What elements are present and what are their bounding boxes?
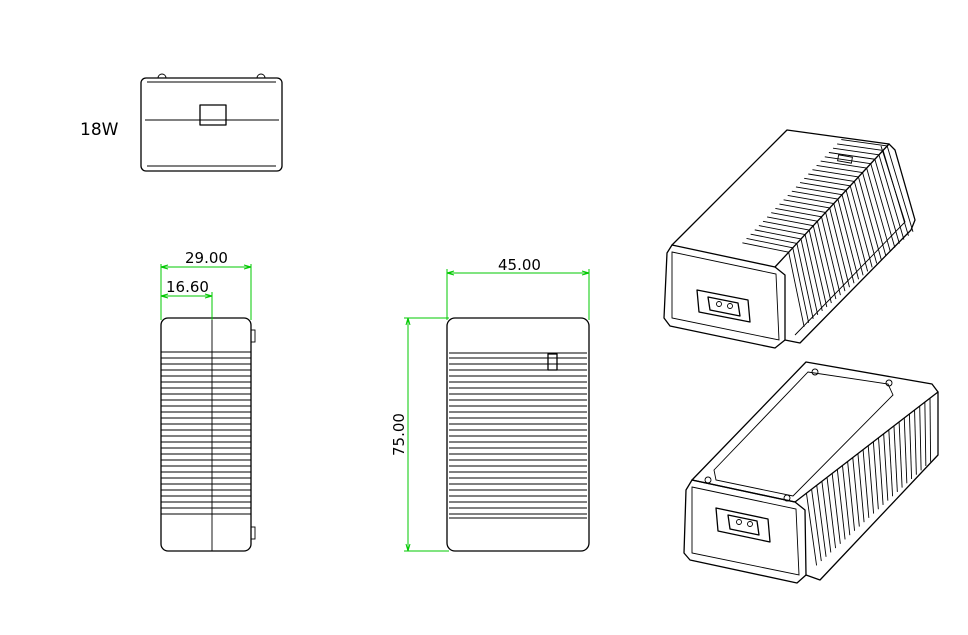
rib-line bbox=[821, 481, 832, 553]
rib-line bbox=[837, 198, 859, 280]
rib-line bbox=[758, 225, 806, 235]
rib-line bbox=[867, 445, 875, 514]
front-view bbox=[446, 317, 590, 552]
rib-line bbox=[771, 212, 818, 222]
rib-line bbox=[750, 233, 797, 244]
rib-line bbox=[746, 238, 793, 249]
front-ribs bbox=[449, 357, 587, 515]
rib-line bbox=[841, 194, 864, 276]
rib-line bbox=[862, 449, 870, 518]
rib-line bbox=[824, 156, 871, 165]
rib-line bbox=[783, 199, 830, 209]
rib-line bbox=[812, 169, 859, 178]
rib-line bbox=[808, 173, 855, 182]
rib-line bbox=[837, 143, 884, 151]
rib-line bbox=[762, 220, 810, 231]
rib-line bbox=[908, 413, 913, 480]
rib-line bbox=[795, 186, 843, 196]
rib-line bbox=[791, 190, 839, 200]
rib-line bbox=[820, 160, 867, 169]
rib-line bbox=[805, 493, 818, 566]
rib-line bbox=[816, 164, 863, 173]
rib-line bbox=[831, 473, 841, 544]
front-width-label: 45.00 bbox=[498, 256, 541, 274]
rib-line bbox=[799, 182, 847, 191]
top-view bbox=[140, 73, 283, 172]
rib-line bbox=[787, 195, 834, 204]
model-label: 18W bbox=[80, 120, 119, 140]
rib-line bbox=[857, 453, 865, 523]
rib-line bbox=[826, 477, 837, 549]
rib-line bbox=[754, 229, 802, 240]
rib-line bbox=[893, 425, 898, 492]
rib-line bbox=[845, 190, 869, 272]
rib-line bbox=[833, 203, 855, 284]
side-view bbox=[160, 317, 256, 552]
isometric-view-top bbox=[663, 129, 916, 349]
rib-line bbox=[796, 243, 814, 319]
rib-line bbox=[825, 212, 846, 292]
rib-line bbox=[903, 417, 908, 484]
side-ribs bbox=[161, 351, 251, 515]
rib-line bbox=[811, 489, 822, 562]
rib-line bbox=[800, 238, 819, 316]
front-width-dimension bbox=[446, 269, 590, 320]
rib-line bbox=[888, 429, 894, 497]
front-height-label: 75.00 bbox=[390, 413, 408, 456]
side-width-dimension bbox=[160, 264, 252, 320]
rib-line bbox=[872, 441, 879, 510]
side-width-label: 29.00 bbox=[185, 249, 228, 267]
isometric-view-bottom bbox=[683, 361, 939, 584]
rib-line bbox=[866, 167, 891, 252]
rib-line bbox=[883, 433, 889, 501]
side-inner-width-dimension bbox=[160, 292, 213, 320]
rib-line bbox=[886, 145, 914, 232]
rib-line bbox=[842, 465, 851, 536]
rib-line bbox=[816, 221, 837, 300]
rib-line bbox=[874, 159, 900, 244]
rib-line bbox=[898, 421, 903, 488]
rib-line bbox=[804, 177, 851, 187]
rib-line bbox=[808, 229, 828, 308]
rib-line bbox=[832, 147, 880, 156]
rib-line bbox=[870, 163, 896, 248]
rib-line bbox=[914, 410, 917, 475]
rib-line bbox=[852, 457, 860, 527]
rib-line bbox=[929, 398, 932, 462]
rib-line bbox=[742, 242, 789, 253]
rib-line bbox=[767, 216, 814, 227]
rib-line bbox=[878, 437, 884, 505]
rib-line bbox=[804, 234, 823, 312]
rib-line bbox=[779, 203, 826, 213]
rib-line bbox=[836, 469, 846, 540]
rib-line bbox=[812, 225, 832, 304]
rib-line bbox=[816, 485, 827, 557]
rib-line bbox=[924, 402, 927, 467]
rib-line bbox=[847, 461, 856, 531]
isometric-bottom-ribs bbox=[805, 398, 932, 566]
rib-line bbox=[919, 406, 922, 471]
isometric-top-ribs bbox=[742, 139, 914, 327]
front-height-dimension bbox=[404, 317, 449, 552]
rib-line bbox=[788, 252, 805, 327]
rib-line bbox=[841, 139, 888, 147]
rib-line bbox=[829, 207, 850, 288]
side-inner-width-label: 16.60 bbox=[166, 278, 209, 296]
rib-line bbox=[849, 185, 873, 268]
rib-line bbox=[858, 176, 882, 260]
rib-line bbox=[882, 150, 909, 236]
rib-line bbox=[862, 172, 887, 256]
rib-line bbox=[853, 181, 878, 264]
rib-line bbox=[828, 152, 875, 160]
rib-line bbox=[792, 247, 810, 323]
rib-line bbox=[878, 154, 905, 240]
rib-line bbox=[821, 216, 841, 296]
rib-line bbox=[775, 207, 822, 218]
